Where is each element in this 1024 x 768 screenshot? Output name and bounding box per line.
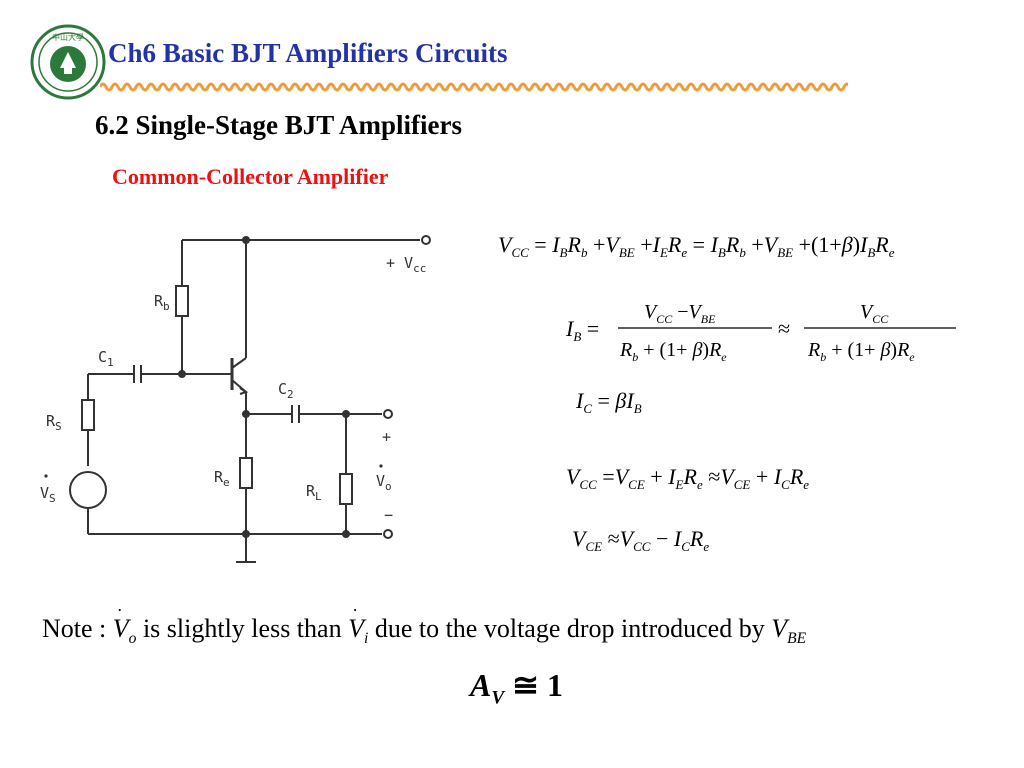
equation-vcc-loop: VCC = IBRb +VBE +IERe = IBRb +VBE +(1+β)… — [498, 232, 895, 260]
output-terminal-minus — [383, 529, 393, 539]
page-title: Ch6 Basic BJT Amplifiers Circuits — [108, 38, 508, 68]
label-rs: RS — [46, 412, 62, 433]
equation-ib-num1: VCC −VBE — [644, 301, 716, 326]
note-middle: is slightly less than — [142, 614, 342, 643]
equation-vcc-vce: VCC =VCE + IERe ≈VCE + ICRe — [566, 464, 809, 492]
label-rb: Rb — [154, 292, 170, 313]
label-vcc: + Vcc — [386, 254, 426, 275]
label-vs: VS — [40, 484, 56, 505]
resistor-rb — [175, 285, 189, 317]
equation-ib-lhs: IB = — [565, 316, 599, 344]
university-logo: 中山大學 — [30, 24, 106, 100]
label-minus: − — [384, 506, 393, 524]
equations-panel: VCC = IBRb +VBE +IERe = IBRb +VBE +(1+β)… — [498, 232, 956, 554]
equation-ib-den2: Rb + (1+ β)Re — [807, 339, 915, 364]
note-suffix: due to the voltage drop introduced by — [374, 614, 765, 643]
note-line: Note : ·Vo is slightly less than ·Vi due… — [42, 600, 807, 648]
label-c2: C2 — [278, 380, 294, 401]
label-plus: + — [382, 428, 391, 446]
note-vo: ·Vo — [112, 600, 137, 648]
equation-ib-num2: VCC — [860, 301, 889, 326]
source-vs — [69, 471, 107, 509]
equation-ib-den1: Rb + (1+ β)Re — [619, 339, 727, 364]
equation-vce: VCE ≈VCC − ICRe — [572, 526, 709, 554]
output-terminal-plus — [383, 409, 393, 419]
logo-chinese-text: 中山大學 — [52, 32, 84, 42]
label-re: Re — [214, 468, 230, 489]
equation-ic: IC = βIB — [575, 388, 642, 416]
equation-approx: ≈ — [778, 316, 790, 341]
section-heading: 6.2 Single-Stage BJT Amplifiers — [95, 110, 463, 140]
resistor-re — [239, 457, 253, 489]
resistor-rs — [81, 399, 95, 431]
subsection-heading: Common-Collector Amplifier — [112, 164, 389, 189]
common-collector-circuit: + Vcc Rb C1 C2 RS VS Re RL Vo + − — [40, 235, 431, 563]
note-prefix: Note : — [42, 614, 107, 643]
label-vo: Vo — [376, 472, 392, 493]
note-vi: ·Vi — [348, 600, 369, 648]
label-rl: RL — [306, 482, 322, 503]
label-c1: C1 — [98, 348, 114, 369]
note-vbe: VBE — [771, 614, 807, 648]
vcc-terminal — [421, 235, 431, 245]
title-underline-wave — [100, 82, 848, 92]
voltage-gain-result: AV ≅ 1 — [470, 667, 563, 709]
resistor-rl — [339, 473, 353, 505]
